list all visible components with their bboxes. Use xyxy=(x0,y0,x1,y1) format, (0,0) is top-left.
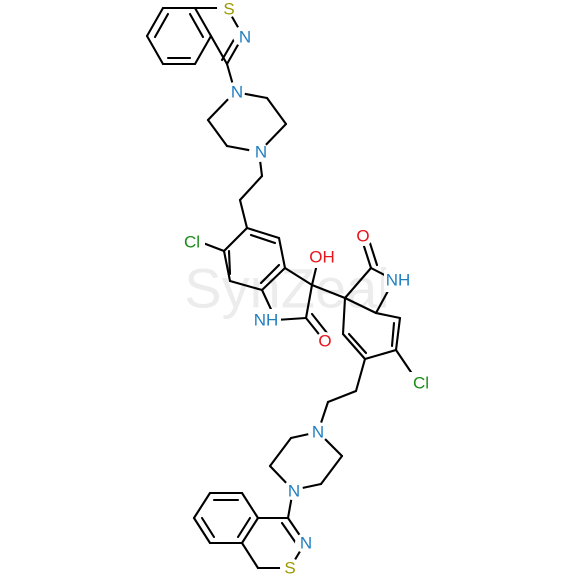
atom-labels: S N N N Cl OH NH O O NH Cl N N N S xyxy=(177,0,435,578)
lactam-nh-label: NH xyxy=(254,311,279,330)
piperazine-nitrogen-label: N xyxy=(312,423,324,442)
nitrogen-atom-label: N xyxy=(300,534,312,553)
chlorine-atom-label: Cl xyxy=(184,233,200,252)
carbonyl-oxygen-label: O xyxy=(318,332,331,351)
watermark: SynZeal xyxy=(184,257,389,320)
carbonyl-oxygen-label: O xyxy=(356,227,369,246)
hydroxyl-label: OH xyxy=(309,248,335,267)
piperazine-nitrogen-label: N xyxy=(255,143,267,162)
piperazine-nitrogen-label: N xyxy=(288,482,300,501)
lactam-nh-label: NH xyxy=(386,271,411,290)
nitrogen-atom-label: N xyxy=(239,28,251,47)
sulfur-atom-label: S xyxy=(284,559,295,578)
sulfur-atom-label: S xyxy=(223,0,234,19)
chlorine-atom-label: Cl xyxy=(413,374,429,393)
piperazine-nitrogen-label: N xyxy=(231,83,243,102)
